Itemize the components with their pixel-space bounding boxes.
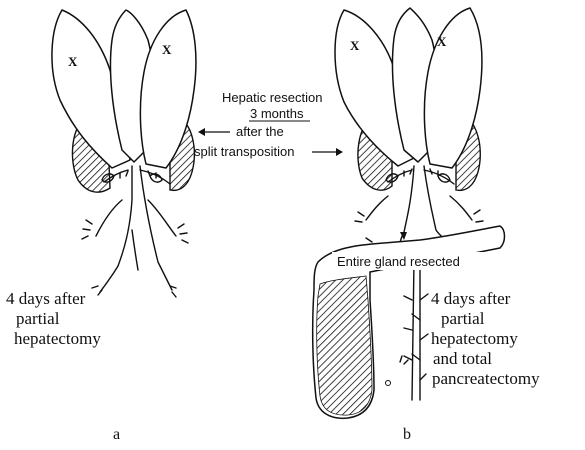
panel-b-caption-line-5: pancreatectomy	[432, 369, 540, 388]
annotation-line-3: after the	[236, 124, 284, 139]
panel-b-diagram: X X Entire gland resected 4 days after p…	[313, 8, 540, 443]
annotation-arrow-right-head	[336, 148, 343, 156]
pancreas-label: Entire gland resected	[337, 254, 460, 269]
panel-a-diagram: X X 4 days after partial hepatectomy a	[6, 10, 196, 443]
resection-annotation: Hepatic resection 3 months after the spl…	[194, 90, 343, 159]
panel-b-caption-line-4: and total	[433, 349, 492, 368]
pancreas-hatched-tail	[317, 276, 372, 415]
panel-b-caption-line-2: partial	[441, 309, 485, 328]
panel-a-caption-line-3: hepatectomy	[14, 329, 101, 348]
panel-a-caption-line-1: 4 days after	[6, 289, 86, 308]
panel-b-letter: b	[403, 426, 411, 443]
annotation-arrow-left-head	[198, 128, 205, 136]
panel-a-caption-line-2: partial	[16, 309, 60, 328]
annotation-line-2: 3 months	[250, 106, 304, 121]
pancreas-marker	[386, 381, 391, 386]
panel-b-lobe-mark-left: X	[350, 38, 360, 53]
panel-b-caption-line-1: 4 days after	[431, 289, 511, 308]
panel-a-letter: a	[113, 426, 120, 443]
panel-b-lobe-mark-right: X	[437, 34, 447, 49]
panel-a-lobe-mark-left: X	[68, 54, 78, 69]
annotation-line-1: Hepatic resection	[222, 90, 322, 105]
panel-b-caption-line-3: hepatectomy	[431, 329, 518, 348]
annotation-line-4: split transposition	[194, 144, 294, 159]
panel-a-lobe-mark-right: X	[162, 42, 172, 57]
panel-a-caption: 4 days after partial hepatectomy	[6, 289, 101, 348]
panel-b-caption: 4 days after partial hepatectomy and tot…	[431, 289, 540, 388]
